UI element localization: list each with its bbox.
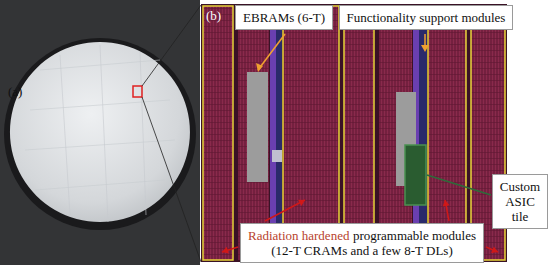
zoom-line [142, 97, 201, 262]
leader-line [427, 175, 491, 195]
callout-text: Custom ASIC tile [496, 179, 544, 224]
ebram-block [247, 72, 268, 182]
wafer-chuck [4, 38, 196, 230]
layout-ground [201, 4, 507, 262]
callout-box: Functionality support modules [339, 5, 514, 30]
panel-label: (b) [206, 8, 221, 23]
callout-text: programmable modules [353, 228, 476, 243]
callout-text: Functionality support modules [347, 10, 506, 25]
programmable-columns [203, 6, 505, 260]
leader-arrow [265, 200, 305, 221]
arrow-head [222, 247, 229, 254]
panel-label: (a) [8, 84, 22, 99]
wafer [10, 42, 190, 222]
arrow-head [298, 200, 305, 206]
asic-tile [405, 145, 426, 205]
leader-arrow [258, 34, 285, 70]
die-marker [133, 86, 142, 97]
support-strips [270, 6, 427, 260]
arrow-head [491, 246, 498, 252]
callout-box: Radiation hardened programmable modules(1… [240, 223, 484, 263]
callout-box: Custom ASIC tile [492, 174, 548, 229]
callout-text: (12-T CRAMs and a few 8-T DLs) [248, 243, 476, 258]
zoom-line [142, 5, 201, 86]
photo-ground [0, 0, 200, 265]
callout-text: EBRAMs (6-T) [243, 10, 325, 25]
leader-arrow [486, 247, 498, 252]
arrow-head [443, 200, 450, 207]
callout-box: EBRAMs (6-T) [235, 5, 333, 30]
callout-text: Radiation hardened [248, 228, 349, 243]
